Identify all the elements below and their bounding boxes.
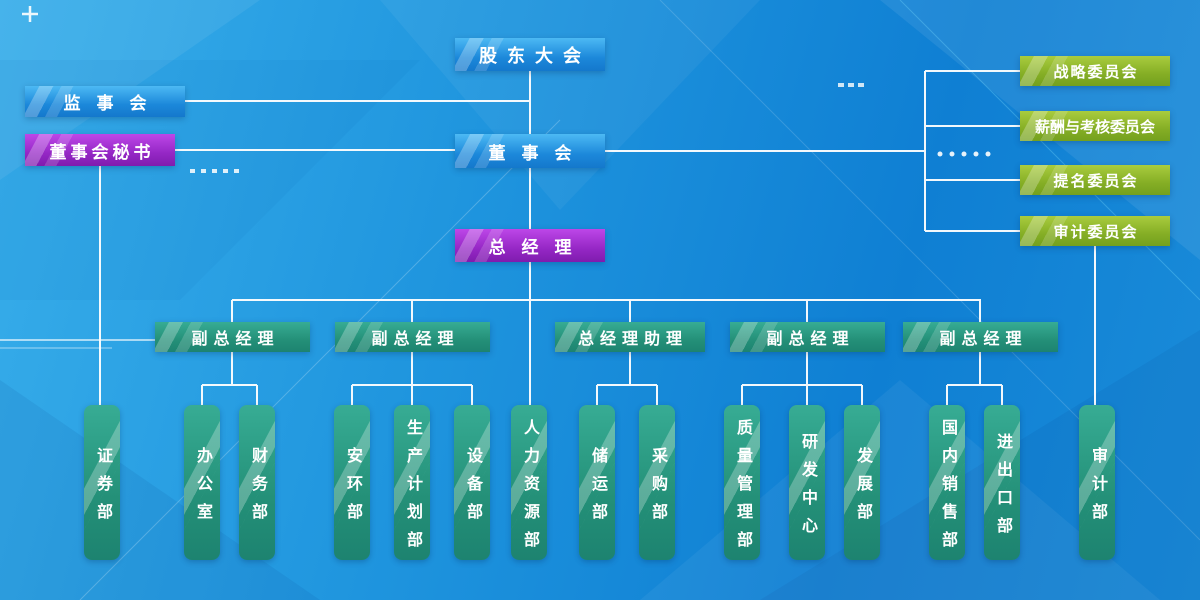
node-label: 进出口部	[994, 432, 1011, 545]
node-label: 设备部	[464, 446, 481, 531]
node-label: 董事会	[488, 143, 588, 163]
node-label: 监事会	[63, 94, 163, 113]
node-shareholders-meeting: 股东大会	[455, 38, 605, 71]
node-label: 总经理助理	[577, 331, 688, 348]
dash-row-decor	[838, 83, 864, 87]
node-label: 办公室	[194, 446, 211, 531]
node-dept-human-resources: 人力资源部	[511, 405, 547, 560]
node-dept-procurement: 采购部	[639, 405, 675, 560]
node-label: 审计委员会	[1053, 223, 1139, 241]
node-board-secretary: 董事会秘书	[25, 134, 175, 166]
node-dept-domestic-sales: 国内销售部	[929, 405, 965, 560]
plus-decor-icon	[22, 6, 38, 22]
node-dept-finance: 财务部	[239, 405, 275, 560]
node-label: 采购部	[649, 446, 666, 531]
node-dept-production-planning: 生产计划部	[394, 405, 430, 560]
node-deputy-gm-2: 副总经理	[335, 322, 490, 352]
node-label: 薪酬与考核委员会	[1034, 118, 1155, 136]
node-committee-strategy: 战略委员会	[1020, 56, 1170, 86]
node-deputy-gm-1: 副总经理	[155, 322, 310, 352]
node-deputy-gm-3: 副总经理	[730, 322, 885, 352]
node-general-manager: 总经理	[455, 229, 605, 262]
node-label: 董事会秘书	[49, 142, 155, 162]
node-label: 副总经理	[371, 331, 460, 348]
node-label: 证券部	[94, 446, 111, 531]
node-label: 总经理	[488, 238, 588, 257]
node-label: 人力资源部	[521, 418, 538, 559]
node-dept-equipment: 设备部	[454, 405, 490, 560]
node-dept-securities: 证券部	[84, 405, 120, 560]
node-label: 国内销售部	[939, 418, 956, 559]
dot-row-decor	[937, 151, 991, 157]
node-board-of-directors: 董事会	[455, 134, 605, 168]
node-label: 副总经理	[766, 331, 855, 348]
node-committee-remuneration: 薪酬与考核委员会	[1020, 111, 1170, 141]
node-dept-development: 发展部	[844, 405, 880, 560]
node-dept-office: 办公室	[184, 405, 220, 560]
node-dept-storage-transport: 储运部	[579, 405, 615, 560]
node-supervisory-board: 监事会	[25, 86, 185, 117]
node-label: 副总经理	[939, 331, 1028, 348]
node-label: 储运部	[589, 446, 606, 531]
node-label: 安环部	[344, 446, 361, 531]
node-label: 提名委员会	[1053, 172, 1139, 190]
node-label: 财务部	[249, 446, 266, 531]
node-label: 研发中心	[799, 432, 816, 545]
node-label: 质量管理部	[734, 418, 751, 559]
node-dept-import-export: 进出口部	[984, 405, 1020, 560]
node-gm-assistant: 总经理助理	[555, 322, 705, 352]
node-label: 副总经理	[191, 331, 280, 348]
node-label: 审计部	[1089, 446, 1106, 531]
node-label: 股东大会	[479, 45, 591, 66]
node-dept-safety-environment: 安环部	[334, 405, 370, 560]
node-dept-quality-management: 质量管理部	[724, 405, 760, 560]
node-label: 生产计划部	[404, 418, 421, 559]
node-deputy-gm-4: 副总经理	[903, 322, 1058, 352]
node-committee-audit: 审计委员会	[1020, 216, 1170, 246]
node-committee-nomination: 提名委员会	[1020, 165, 1170, 195]
node-label: 发展部	[854, 446, 871, 531]
node-label: 战略委员会	[1053, 63, 1139, 81]
node-dept-audit: 审计部	[1079, 405, 1115, 560]
node-dept-rd-center: 研发中心	[789, 405, 825, 560]
